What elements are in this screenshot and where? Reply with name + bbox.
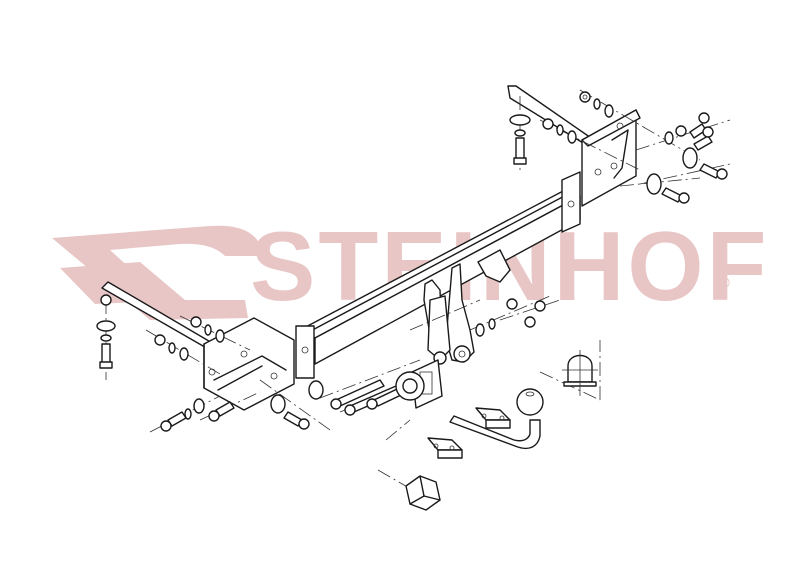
washer-icon bbox=[96, 320, 116, 332]
washer-icon bbox=[514, 129, 526, 137]
fasteners-right bbox=[509, 91, 728, 204]
hitch-plate bbox=[423, 249, 511, 365]
washer-icon bbox=[567, 130, 577, 144]
registered-mark: ® bbox=[718, 275, 730, 292]
nut-icon bbox=[542, 118, 554, 130]
washer-icon bbox=[664, 131, 674, 145]
socket-plate bbox=[395, 359, 443, 409]
nut-icon bbox=[154, 334, 166, 346]
bracket-left bbox=[101, 281, 295, 411]
washer-icon bbox=[509, 114, 531, 126]
washer-icon bbox=[179, 347, 189, 361]
watermark-swoosh-logo-lower bbox=[60, 262, 185, 304]
bolt-icon bbox=[208, 401, 235, 422]
bolt-icon bbox=[693, 126, 714, 151]
bolt-icon bbox=[283, 411, 310, 430]
ball-cap bbox=[562, 350, 598, 396]
nut-icon bbox=[506, 298, 518, 310]
washer-icon bbox=[475, 323, 485, 337]
washer-icon bbox=[193, 398, 205, 414]
washer-icon bbox=[682, 147, 698, 169]
clamp-blocks bbox=[427, 407, 511, 459]
washer-icon bbox=[488, 318, 496, 330]
washer-icon bbox=[204, 324, 212, 336]
bolt-icon bbox=[160, 411, 187, 432]
nut-icon bbox=[190, 316, 202, 328]
washer-icon bbox=[604, 104, 614, 118]
fasteners-middle bbox=[475, 298, 546, 337]
crossbeam bbox=[295, 171, 581, 379]
bolt-icon bbox=[689, 112, 710, 139]
socket-plug bbox=[377, 419, 441, 511]
bolt-icon bbox=[699, 163, 728, 180]
bolt-icon bbox=[513, 137, 527, 165]
washer-icon bbox=[168, 342, 176, 354]
washer-icon bbox=[646, 173, 662, 195]
washer-icon bbox=[270, 394, 286, 414]
washer-icon bbox=[593, 98, 601, 110]
nut-icon bbox=[524, 316, 536, 328]
nut-icon bbox=[675, 125, 687, 137]
nut-icon bbox=[579, 91, 591, 103]
washer-icon bbox=[556, 124, 564, 136]
nut-icon bbox=[100, 294, 112, 306]
tow-ball bbox=[449, 388, 544, 450]
washer-icon bbox=[184, 408, 192, 420]
bolt-icon bbox=[330, 379, 385, 410]
bolt-icon bbox=[99, 343, 113, 369]
fasteners-left bbox=[96, 294, 421, 432]
nut-icon bbox=[534, 300, 546, 312]
washer-icon bbox=[215, 329, 225, 343]
washer-icon bbox=[100, 334, 112, 342]
washer-icon bbox=[308, 380, 324, 400]
bolt-icon bbox=[661, 187, 690, 204]
watermark-swoosh-logo bbox=[52, 225, 262, 320]
